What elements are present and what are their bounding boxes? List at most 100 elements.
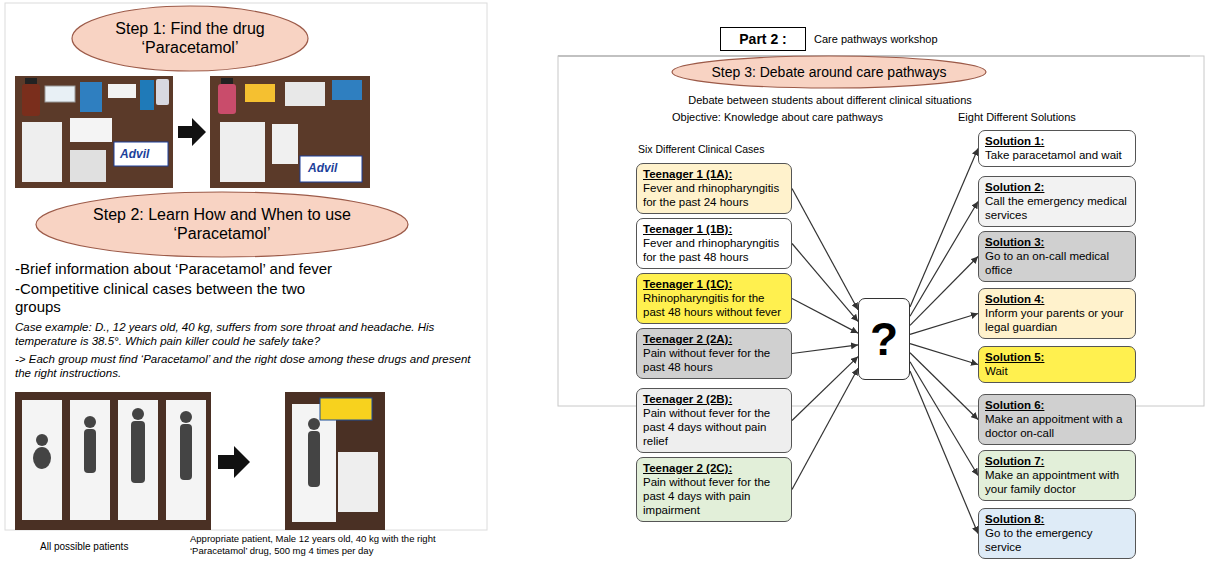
ellipse-shape — [71, 5, 309, 72]
ellipse-outline — [36, 192, 408, 257]
box-body: Make an appointment with your family doc… — [985, 468, 1129, 496]
photo-caption: All possible patients — [40, 540, 128, 553]
intro-text: Debate between students about different … — [660, 93, 1000, 107]
connector-arrow — [792, 189, 858, 310]
connector-arrow — [910, 149, 978, 308]
solution-box: Solution 8:Go to the emergency service — [978, 508, 1136, 559]
panel-frame — [558, 56, 1204, 406]
brand-text: Advil — [118, 147, 151, 162]
photo-ground — [210, 76, 370, 188]
leaflet — [22, 122, 62, 182]
solution-box: Solution 7:Make an appointment with your… — [978, 450, 1136, 501]
silhouette — [132, 408, 144, 420]
patient-cards-photo — [15, 392, 211, 530]
photo-caption: Appropriate patient, Male 12 years old, … — [190, 533, 480, 556]
connector-arrow — [910, 202, 978, 317]
bullet-text: -Brief information about ‘Paracetamol’ a… — [15, 260, 480, 278]
question-box: ? — [858, 298, 910, 380]
drug-box — [45, 86, 75, 102]
bottle-cap — [221, 78, 233, 84]
bottle — [156, 79, 169, 105]
solution-box: Solution 5:Wait — [978, 346, 1136, 383]
box-heading: Solution 5: — [985, 350, 1129, 364]
box-heading: Teenager 2 (2A): — [643, 332, 785, 346]
bullet-text: -Competitive clinical cases between the … — [15, 280, 345, 316]
patient-card — [22, 400, 62, 520]
box-body: Pain without fever for the past 4 days w… — [643, 475, 785, 517]
box-body: Rhinopharyngitis for the past 48 hours w… — [643, 291, 785, 319]
box-body: Pain without fever for the past 4 days w… — [643, 406, 785, 448]
leaflet — [70, 150, 106, 182]
connector-arrow — [792, 368, 858, 489]
drug-box — [285, 82, 325, 106]
photo-ground — [285, 392, 385, 530]
box-heading: Teenager 1 (1B): — [643, 222, 785, 236]
silhouette — [33, 447, 51, 469]
connector-arrow — [910, 371, 978, 534]
box-body: Fever and rhinopharyngitis for the past … — [643, 181, 785, 209]
bottle-cap — [25, 78, 37, 84]
connector-arrow — [792, 345, 858, 354]
case-box: Teenager 1 (1B):Fever and rhinopharyngit… — [636, 218, 792, 269]
case-box: Teenager 1 (1C):Rhinopharyngitis for the… — [636, 273, 792, 324]
ellipse-outline — [672, 56, 986, 88]
bottle — [22, 84, 40, 116]
step-title: Step 1: Find the drug ‘Paracetamol’ — [103, 19, 278, 57]
patient-card — [292, 404, 336, 522]
workshop-title: Care pathways workshop — [814, 32, 938, 46]
box-body: Fever and rhinopharyngitis for the past … — [643, 236, 785, 264]
drug-box — [320, 398, 372, 420]
drug-box — [80, 82, 102, 112]
part-box: Part 2 : — [720, 27, 806, 51]
connector-arrow — [792, 299, 858, 334]
drug-box — [245, 84, 275, 102]
step-title: Step 3: Debate around care pathways — [711, 64, 946, 81]
drug-box — [108, 84, 136, 98]
case-box: Teenager 1 (1A):Fever and rhinopharyngit… — [636, 163, 792, 214]
case-box: Teenager 2 (2B):Pain without fever for t… — [636, 388, 792, 453]
patient-card — [166, 400, 206, 520]
part-title: Part 2 : — [739, 31, 786, 47]
photo-ground — [15, 76, 173, 188]
step-ellipse: Step 3: Debate around care pathways — [671, 55, 987, 89]
silhouette — [36, 434, 48, 446]
leaflet — [70, 118, 112, 142]
patient-card — [70, 400, 110, 520]
drugs-photo — [15, 76, 173, 188]
solution-box: Solution 2:Call the emergency medical se… — [978, 176, 1136, 227]
step-title: Step 2: Learn How and When to use ‘Parac… — [82, 205, 362, 243]
box-heading: Solution 2: — [985, 180, 1129, 194]
box-body: Make an appoitment with a doctor on-call — [985, 412, 1129, 440]
connector-arrow — [910, 314, 978, 335]
ellipse-shape — [35, 191, 409, 258]
silhouette — [84, 416, 96, 428]
silhouette — [308, 418, 320, 430]
drug-box — [114, 142, 168, 166]
box-heading: Solution 8: — [985, 512, 1129, 526]
box-body: Pain without fever for the past 48 hours — [643, 346, 785, 374]
step-arrow — [178, 118, 206, 146]
box-body: Inform your parents or your legal guardi… — [985, 306, 1129, 334]
objective-text: Objective: Knowledge about care pathways — [672, 110, 883, 124]
panel-frame — [5, 3, 487, 530]
case-box: Teenager 2 (2C):Pain without fever for t… — [636, 457, 792, 522]
bullet-column: -Brief information about ‘Paracetamol’ a… — [15, 260, 480, 380]
photo-ground — [15, 392, 211, 530]
step-ellipse: Step 1: Find the drug ‘Paracetamol’ — [71, 5, 309, 72]
box-heading: Teenager 1 (1C): — [643, 277, 785, 291]
chosen-card-photo — [285, 392, 385, 530]
bottle — [218, 84, 236, 114]
box-heading: Solution 1: — [985, 134, 1129, 148]
drug-box — [140, 80, 154, 110]
silhouette — [131, 421, 145, 483]
column-heading: Eight Different Solutions — [958, 110, 1076, 124]
solution-box: Solution 4:Inform your parents or your l… — [978, 288, 1136, 339]
leaflet — [338, 452, 378, 512]
brand-text: Advil — [306, 161, 339, 176]
silhouette — [308, 431, 320, 487]
instruction-text: -> Each group must find ‘Paracetamol’ an… — [15, 352, 480, 380]
solution-box: Solution 3:Go to an on-call medical offi… — [978, 231, 1136, 282]
connector-arrow — [792, 244, 858, 322]
solution-box: Solution 6:Make an appoitment with a doc… — [978, 394, 1136, 445]
